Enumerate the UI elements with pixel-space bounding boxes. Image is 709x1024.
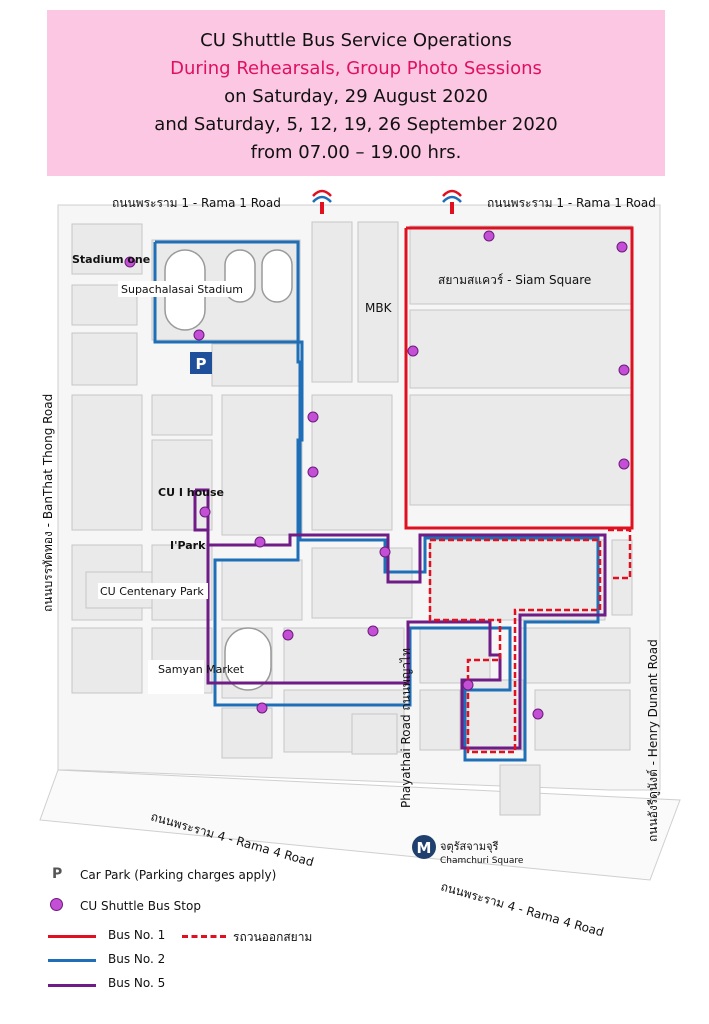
title-line-3: on Saturday, 29 August 2020 [224,86,488,107]
place-label-cu-centenary-park: CU Centenary Park [100,585,204,598]
place-label-samyan-market: Samyan Market [158,663,245,676]
bus-2-route [153,240,600,762]
bus-stop [193,329,205,341]
place-label-mbk: MBK [365,301,393,315]
bus-2-legend-line [48,959,96,962]
bus-stop [483,230,495,242]
place-label-cu-i-house: CU I house [158,486,224,499]
mrt-symbol: M [417,839,432,857]
parking-symbol: P [196,355,207,373]
bus-stop [618,364,630,376]
bts-station-icon [312,189,332,214]
bus-5-legend-label: Bus No. 5 [108,976,166,990]
road-label-phayathai: Phayathai Road ถนนพญาไท [399,648,413,808]
bus-stop [407,345,419,357]
bus-stop [256,702,268,714]
place-label-supachalasai: Supachalasai Stadium [121,283,243,296]
road-label-banthat-thong: ถนนบรรทัดทอง - BanThat Thong Road [41,394,55,612]
road-label-henry-dunant: ถนนอังรีดูนังต์ - Henry Dunant Road [646,639,661,842]
bus-stop [307,411,319,423]
road-label-rama1-right: ถนนพระราม 1 - Rama 1 Road [487,196,656,210]
bus-1-legend-line [48,935,96,938]
bus-stop [367,625,379,637]
road-label-rama1-left: ถนนพระราม 1 - Rama 1 Road [112,196,281,210]
bus-1-route [404,226,634,530]
bus-1-legend-label: Bus No. 1 [108,928,166,942]
title-banner: CU Shuttle Bus Service Operations During… [47,10,665,176]
title-line-2: During Rehearsals, Group Photo Sessions [170,58,542,79]
place-label-stadium-one: Stadium one [72,253,150,266]
place-label-chamchuri-english: Chamchuri Square [440,856,524,866]
map-legend: P Car Park (Parking charges apply) CU Sh… [40,860,440,1010]
bus-stop [124,256,136,268]
bus-1-alt-legend-line [182,935,226,938]
bus-stops [124,230,630,720]
place-label-siam-square: สยามสแควร์ - Siam Square [438,273,591,287]
bus-5-route [193,488,607,750]
title-line-1: CU Shuttle Bus Service Operations [200,30,512,51]
bus-stop [379,546,391,558]
bus-stop-legend-label: CU Shuttle Bus Stop [80,899,201,913]
title-line-5: from 07.00 – 19.00 hrs. [250,142,462,163]
car-park-legend-label: Car Park (Parking charges apply) [80,868,277,882]
bus-stop [199,506,211,518]
title-line-4: and Saturday, 5, 12, 19, 26 September 20… [154,114,558,135]
bus-stop [618,458,630,470]
road-label-rama4-b: ถนนพระราม 4 - Rama 4 Road [439,879,605,939]
bus-stop [282,629,294,641]
car-park-legend-icon: P [52,866,63,882]
bus-1-siam-loop-side [608,528,632,580]
bts-station-icon [442,189,462,214]
bus-stop [307,466,319,478]
bus-1-siam-loop [428,538,602,754]
bus-stop [254,536,266,548]
place-label-chamchuri-thai: จตุรัสจามจุรี [440,840,499,853]
bus-stop [462,679,474,691]
bus-stop-legend-icon [50,898,63,911]
car-park-icon: P [190,352,212,374]
bus-1-alt-legend-label: รถวนออกสยาม [233,930,313,944]
bus-stop [616,241,628,253]
bus-stop [532,708,544,720]
mrt-station-icon: M [412,835,436,859]
bus-5-legend-line [48,984,96,987]
bus-2-legend-label: Bus No. 2 [108,952,166,966]
place-label-i-park: I'Park [170,539,206,552]
